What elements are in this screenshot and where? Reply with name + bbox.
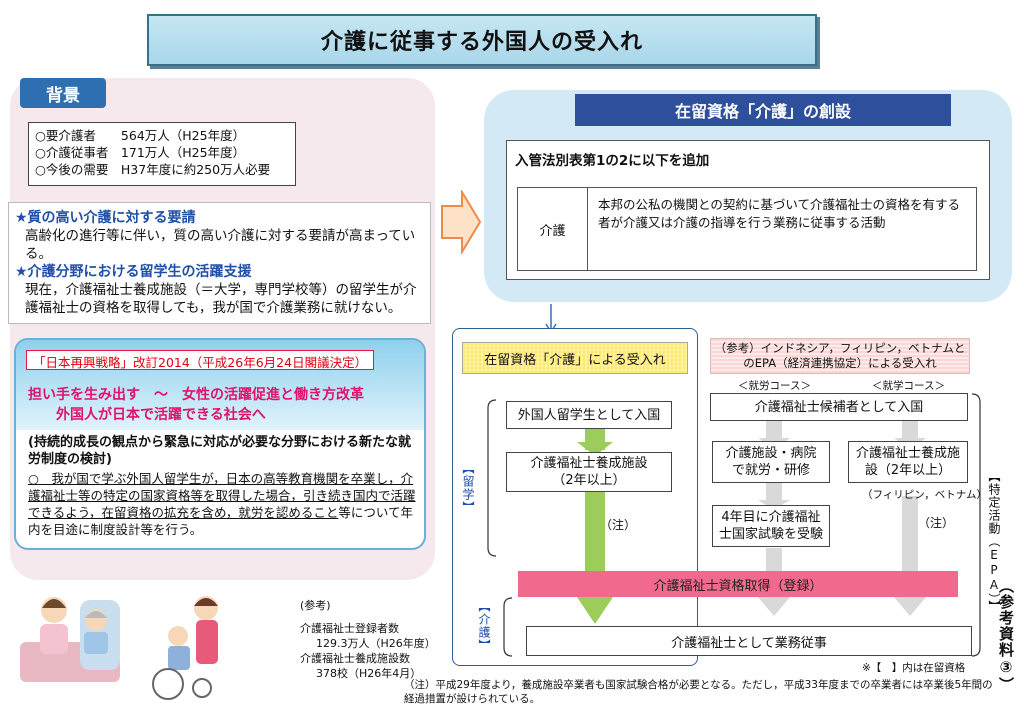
reference-line: 129.3万人（H26年度） (316, 637, 436, 650)
flow-box (452, 328, 698, 666)
strategy-body-rest: 等について年内を目途に制度設計等を行う。 (28, 505, 414, 537)
strategy-body: ○ 我が国で学ぶ外国人留学生が，日本の高等教育機関を卒業し，介護福祉士等の特定の… (28, 470, 420, 538)
epa-step-entry: 介護福祉士候補者として入国 (710, 393, 968, 421)
epa-step-school: 介護福祉士養成施設（2年以上） (848, 441, 968, 483)
stats-box: ○要介護者 564万人（H25年度） ○介護従事者 171万人（H25年度） ○… (28, 122, 296, 186)
flow-note: （注） (600, 518, 637, 532)
status-row-text: 本邦の公私の機関との契約に基づいて介護福祉士の資格を有する者が介護又は介護の指導… (598, 197, 961, 230)
bracket-icon (487, 399, 497, 557)
stat-line: ○介護従事者 171万人（H25年度） (35, 145, 246, 160)
caregiver-illustration (20, 596, 218, 700)
reference-line: 378校（H26年4月） (316, 667, 422, 680)
requirement-heading: ★介護分野における留学生の活躍支援 (15, 264, 252, 280)
epa-course-study: ＜就学コース＞ (872, 380, 945, 392)
epa-step-exam: 4年目に介護福祉士国家試験を受験 (712, 505, 830, 547)
epa-heading: （参考）インドネシア，フィリピン，ベトナムとのEPA（経済連携協定）による受入れ (710, 338, 970, 374)
status-label: 在留資格「介護」の創設 (575, 94, 951, 126)
registration-bar: 介護福祉士資格取得（登録） (518, 571, 958, 597)
strategy-box: 「日本再興戦略」改訂2014（平成26年6月24日閣議決定） 担い手を生み出す … (14, 338, 426, 550)
epa-course-work: ＜就労コース＞ (738, 380, 811, 392)
side-label-study: 【留学】 (461, 462, 475, 514)
strategy-tag: 「日本再興戦略」改訂2014（平成26年6月24日閣議決定） (26, 350, 375, 370)
page-title: 介護に従事する外国人の受入れ (147, 14, 817, 66)
footnote: （注）平成29年度より，養成施設卒業者も国家試験合格が必要となる。ただし，平成3… (404, 679, 993, 705)
epa-step-work: 介護施設・病院で就労・研修 (712, 441, 830, 483)
title-text: 介護に従事する外国人の受入れ (320, 30, 643, 55)
reference-line: 介護福祉士登録者数 (300, 622, 399, 635)
strategy-subtitle: 外国人が日本で活躍できる社会へ (56, 407, 266, 423)
flow-step-school: 介護福祉士養成施設（2年以上） (506, 452, 672, 492)
status-definition-box: 入管法別表第1の2に以下を追加 介護 本邦の公私の機関との契約に基づいて介護福祉… (506, 140, 990, 280)
requirements-box: ★質の高い介護に対する要請 高齢化の進行等に伴い，質の高い介護に対する要請が高ま… (8, 202, 431, 324)
stat-line: ○今後の需要 H37年度に約250万人必要 (35, 162, 271, 177)
epa-study-note: （フィリピン，ベトナム） (862, 489, 987, 501)
work-box: 介護福祉士として業務従事 (526, 626, 972, 656)
requirement-text: 高齢化の進行等に伴い，質の高い介護に対する要請が高まっている。 (25, 228, 416, 262)
side-label-care: 【介護】 (477, 600, 491, 652)
epa-note: （注） (918, 516, 955, 530)
bracket-note: ※【 】内は在留資格 (862, 662, 966, 674)
background-label: 背景 (20, 78, 106, 108)
requirement-heading: ★質の高い介護に対する要請 (15, 210, 196, 226)
reference-block: (参考) 介護福祉士登録者数 129.3万人（H26年度） 介護福祉士養成施設数… (300, 598, 436, 681)
status-heading: 入管法別表第1の2に以下を追加 (515, 153, 710, 169)
status-row: 介護 本邦の公私の機関との契約に基づいて介護福祉士の資格を有する者が介護又は介護… (517, 187, 977, 271)
status-row-label: 介護 (518, 188, 588, 270)
arrow-right-icon (441, 190, 482, 254)
requirement-text: 現在，介護福祉士養成施設（＝大学，専門学校等）の留学生が介護福祉士の資格を取得し… (25, 282, 417, 316)
bracket-icon (971, 393, 981, 657)
strategy-body-underlined: ○ 我が国で学ぶ外国人留学生が，日本の高等教育機関を卒業し，介護福祉士等の特定の… (28, 471, 416, 520)
strategy-heading: (持続的成長の観点から緊急に対応が必要な分野における新たな就労制度の検討) (28, 435, 411, 467)
reference-heading: (参考) (300, 599, 331, 612)
flow-heading: 在留資格「介護」による受入れ (462, 342, 688, 374)
flow-step-entry: 外国人留学生として入国 (506, 401, 672, 429)
side-label-epa: 【特定活動（EPA）】 (987, 470, 1001, 613)
bracket-icon (503, 597, 513, 657)
reference-line: 介護福祉士養成施設数 (300, 652, 410, 665)
reference-material-label: （参考資料③） (997, 578, 1015, 693)
stat-line: ○要介護者 564万人（H25年度） (35, 128, 246, 143)
strategy-subtitle: 担い手を生み出す ～ 女性の活躍促進と働き方改革 (28, 387, 364, 403)
